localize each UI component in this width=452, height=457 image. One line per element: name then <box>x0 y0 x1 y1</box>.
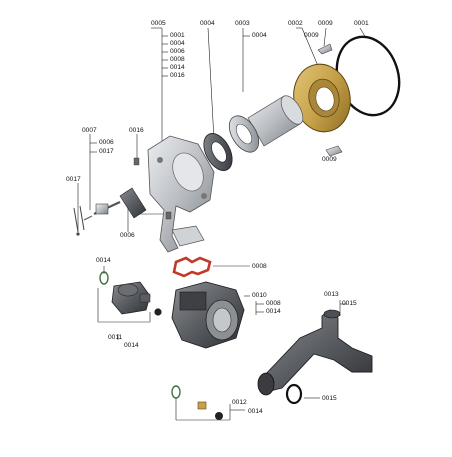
gasket-0006 <box>119 187 147 219</box>
label-0007: 0007 <box>82 127 97 134</box>
plug-0011 <box>154 308 162 316</box>
label-0012: 0012 <box>232 399 247 406</box>
label-0005-0006: 0006 <box>170 48 185 55</box>
fan-gasket-red <box>172 256 212 278</box>
clip-bottom <box>325 145 343 157</box>
ignition-electrode <box>83 201 121 221</box>
label-0007-0017: 0017 <box>99 148 114 155</box>
label-0017: 0017 <box>66 176 81 183</box>
burner-manifold-body <box>147 135 215 253</box>
label-0009-bottom: 0009 <box>322 156 337 163</box>
label-0015: 0015 <box>322 395 337 402</box>
label-0002-0009: 0009 <box>304 32 319 39</box>
label-0011: 0011 <box>108 334 123 341</box>
label-0013-0015: 0015 <box>342 300 357 307</box>
gas-nozzle <box>197 401 223 420</box>
clip-top <box>317 43 333 55</box>
label-0016: 0016 <box>129 127 144 134</box>
label-0011-0014: 0014 <box>124 342 139 349</box>
label-0009-top: 0009 <box>318 20 333 27</box>
label-0005-0008: 0008 <box>170 56 185 63</box>
label-0005-0014: 0014 <box>170 64 185 71</box>
label-0010-0008: 0008 <box>266 300 281 307</box>
burner-tube <box>228 95 304 153</box>
label-0003-0004: 0004 <box>252 32 267 39</box>
label-0013: 0013 <box>324 291 339 298</box>
fan-blower <box>171 281 245 349</box>
o-ring-small-a <box>99 271 109 285</box>
label-0001: 0001 <box>354 20 369 27</box>
label-0010-0014: 0014 <box>266 308 281 315</box>
o-ring-0015 <box>285 383 303 405</box>
label-0008: 0008 <box>252 263 267 270</box>
label-0004-top: 0004 <box>200 20 215 27</box>
burner-gasket <box>203 133 233 171</box>
label-0006: 0006 <box>120 232 135 239</box>
gas-valve <box>111 281 151 315</box>
flue-pipe <box>257 309 373 396</box>
label-0005-0016: 0016 <box>170 72 185 79</box>
label-0012-0014: 0014 <box>248 408 263 415</box>
burner-door-ring <box>293 63 351 133</box>
screw-0017 <box>73 205 85 236</box>
label-0005-0004: 0004 <box>170 40 185 47</box>
label-0010: 0010 <box>252 292 267 299</box>
screw-0016 <box>133 157 172 220</box>
label-0005-0001: 0001 <box>170 32 185 39</box>
label-0005: 0005 <box>151 20 166 27</box>
label-0007-0006: 0006 <box>99 139 114 146</box>
label-0014-left: 0014 <box>96 257 111 264</box>
label-0003: 0003 <box>235 20 250 27</box>
o-ring-small-b <box>171 385 181 399</box>
label-0002: 0002 <box>288 20 303 27</box>
